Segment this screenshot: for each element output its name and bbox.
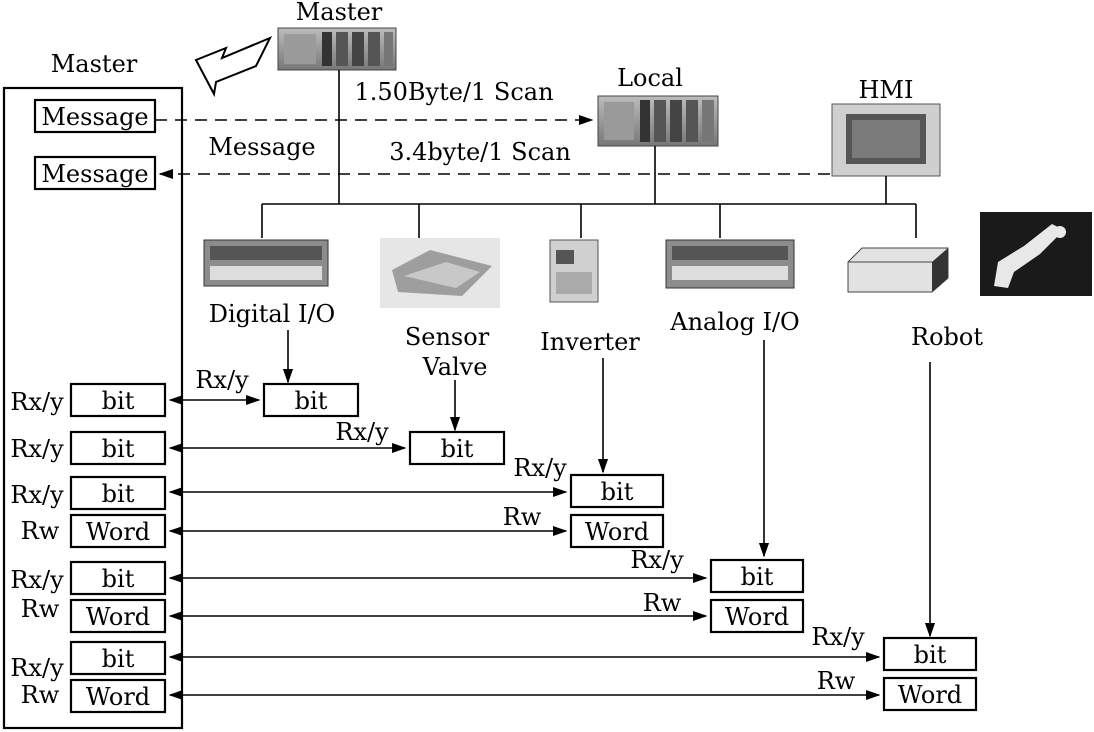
analog-io-bit-box xyxy=(709,558,805,594)
message-box-2-label: Message xyxy=(41,160,148,188)
robot-label: Robot xyxy=(911,323,983,351)
sensor-label: Sensor xyxy=(405,323,490,351)
row-5-cell xyxy=(69,560,167,596)
sensor-valve-icon xyxy=(380,238,500,308)
local-label: Local xyxy=(617,64,683,92)
analog-io-label: Analog I/O xyxy=(669,308,799,336)
row-7-cell-label: bit xyxy=(102,645,135,673)
local-plc-icon xyxy=(597,95,719,147)
row-8-cell xyxy=(69,678,167,714)
row-4-cell xyxy=(69,513,167,549)
inverter-word-box xyxy=(569,513,665,549)
register-row-7: Rx/y bit xyxy=(10,640,167,682)
row-3-side-label: Rx/y xyxy=(10,481,64,509)
row-2-side-label: Rx/y xyxy=(10,435,64,463)
row-5-cell-label: bit xyxy=(102,565,135,593)
row-6-side-label: Rw xyxy=(21,595,60,623)
device-arrows xyxy=(282,330,936,638)
master-container xyxy=(2,86,184,730)
register-row-8: Rw Word xyxy=(21,678,167,714)
row-4-side-label: Rw xyxy=(21,517,60,545)
digital-io-bit-box xyxy=(262,382,360,418)
message-box-2 xyxy=(33,155,157,191)
robot-bit-label: bit xyxy=(914,641,947,669)
row-7-cell xyxy=(69,640,167,676)
row-2-cell xyxy=(69,430,167,466)
network-bus xyxy=(261,70,917,238)
robot-controller-icon xyxy=(847,247,949,293)
hmi-icon xyxy=(831,103,941,177)
analog-io-word-box xyxy=(709,598,805,634)
link-label-6: Rw xyxy=(643,589,682,617)
register-row-2: Rx/y bit xyxy=(10,430,167,466)
message-box-1 xyxy=(33,98,157,134)
inverter-label: Inverter xyxy=(540,328,640,356)
row-1-cell-label: bit xyxy=(102,387,135,415)
row-1-cell xyxy=(69,382,167,418)
hollow-arrow-icon xyxy=(194,36,273,98)
register-row-5: Rx/y bit xyxy=(10,560,167,596)
hmi-to-master-rate: 3.4byte/1 Scan xyxy=(389,138,571,166)
hmi-label: HMI xyxy=(859,76,914,104)
inverter-bit-label: bit xyxy=(601,478,634,506)
link-label-8: Rw xyxy=(817,667,856,695)
robot-word-box xyxy=(882,676,978,712)
analog-io-bit-label: bit xyxy=(741,563,774,591)
message-box-1-label: Message xyxy=(41,103,148,131)
row-3-cell-label: bit xyxy=(102,480,135,508)
digital-io-bit-label: bit xyxy=(295,387,328,415)
row-8-side-label: Rw xyxy=(21,681,60,709)
row-6-cell xyxy=(69,598,167,634)
row-1-side-label: Rx/y xyxy=(10,388,64,416)
inverter-icon xyxy=(549,239,599,303)
register-row-3: Rx/y bit xyxy=(10,475,167,511)
register-row-4: Rw Word xyxy=(21,513,167,549)
link-label-2: Rx/y xyxy=(335,418,389,446)
row-6-cell-label: Word xyxy=(86,603,150,631)
inverter-word-label: Word xyxy=(585,518,649,546)
link-label-4: Rw xyxy=(503,503,542,531)
digital-io-icon xyxy=(203,239,329,287)
analog-io-word-label: Word xyxy=(725,603,789,631)
link-label-1: Rx/y xyxy=(195,366,249,394)
register-row-6: Rw Word xyxy=(21,595,167,634)
link-label-3: Rx/y xyxy=(513,454,567,482)
register-links xyxy=(168,394,881,701)
row-8-cell-label: Word xyxy=(86,683,150,711)
row-4-cell-label: Word xyxy=(86,518,150,546)
row-5-side-label: Rx/y xyxy=(10,566,64,594)
valve-label: Valve xyxy=(422,353,488,381)
master-plc-icon xyxy=(277,27,397,71)
sensor-valve-bit-label: bit xyxy=(441,435,474,463)
row-3-cell xyxy=(69,475,167,511)
inverter-bit-box xyxy=(569,473,665,509)
digital-io-label: Digital I/O xyxy=(209,300,335,328)
link-label-5: Rx/y xyxy=(630,546,684,574)
robot-arm-icon xyxy=(980,212,1092,296)
robot-word-label: Word xyxy=(898,681,962,709)
link-label-7: Rx/y xyxy=(811,623,865,651)
register-row-1: Rx/y bit xyxy=(10,382,167,418)
hmi-message-label: Message xyxy=(208,133,315,161)
master-plc-label: Master xyxy=(296,0,383,26)
robot-bit-box xyxy=(882,636,978,672)
analog-io-icon xyxy=(665,239,795,289)
master-title: Master xyxy=(51,50,138,78)
row-2-cell-label: bit xyxy=(102,435,135,463)
row-7-side-label: Rx/y xyxy=(10,654,64,682)
master-to-local-rate: 1.50Byte/1 Scan xyxy=(354,78,553,106)
sensor-valve-bit-box xyxy=(408,430,506,466)
